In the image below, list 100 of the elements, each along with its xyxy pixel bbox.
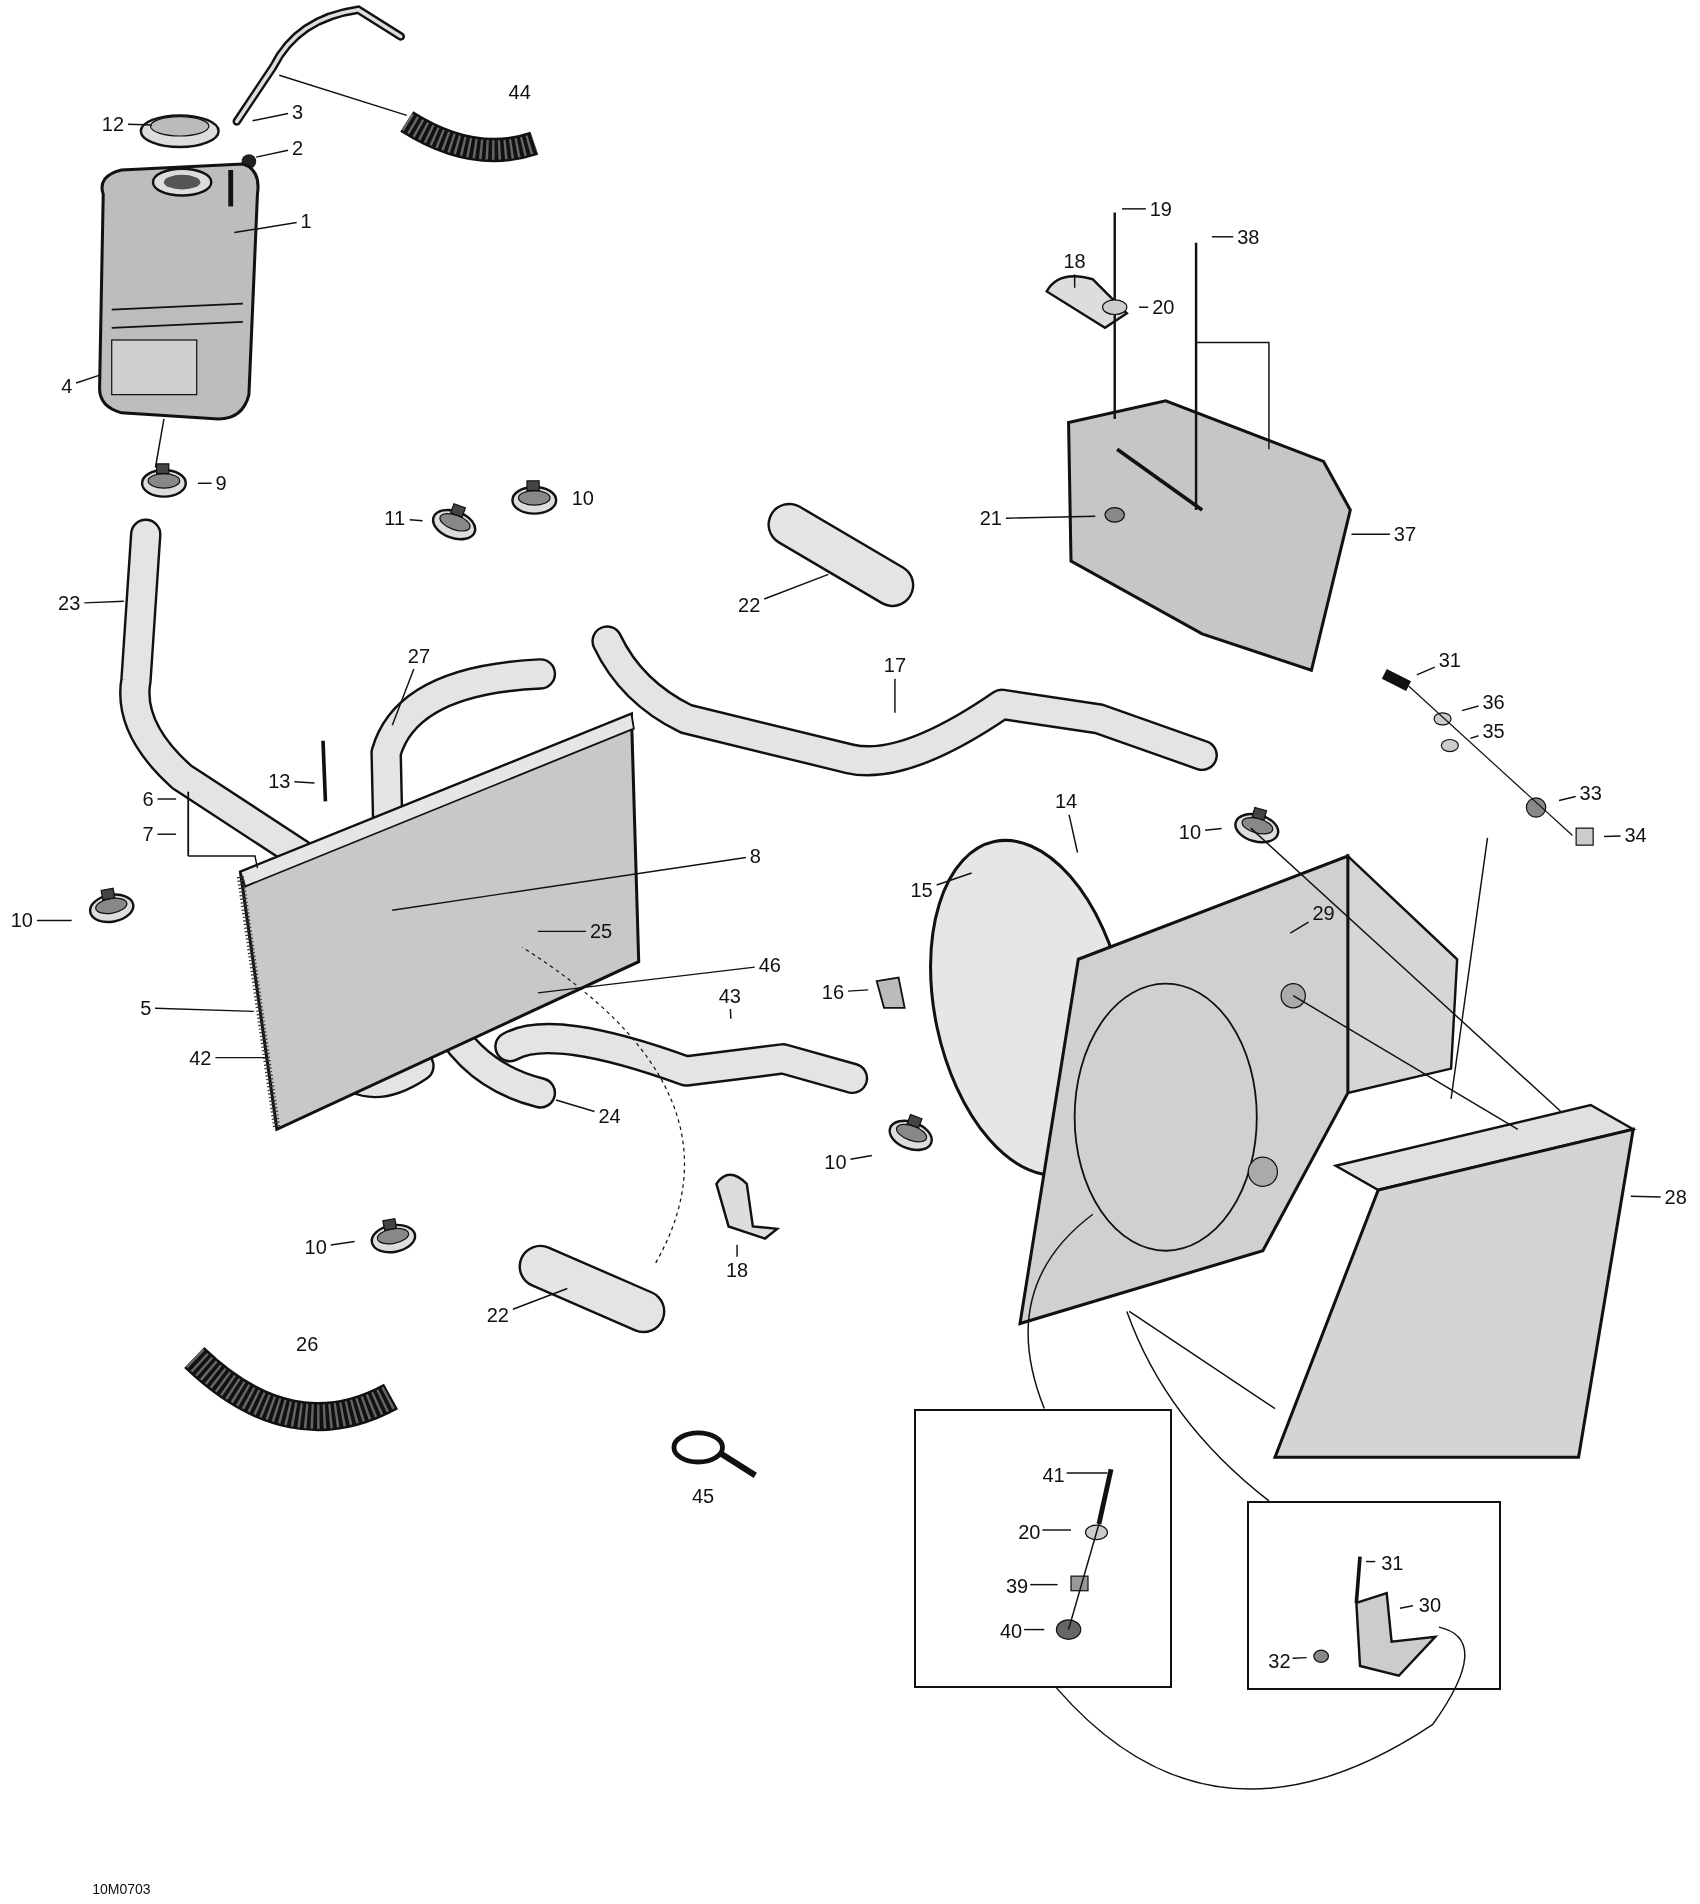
callout-number: 12 <box>99 111 127 136</box>
leader-line <box>1630 1195 1662 1198</box>
leader-line <box>1065 1472 1109 1474</box>
callout-number: 23 <box>55 591 84 616</box>
leader-line <box>154 1007 255 1013</box>
callout-number: 3 <box>289 99 306 124</box>
callout-number: 7 <box>140 822 157 847</box>
leader-line <box>1350 533 1391 535</box>
callout-number: 15 <box>907 877 936 903</box>
leader-line <box>849 1154 873 1161</box>
callout-number: 26 <box>296 1332 319 1357</box>
leader-line <box>1416 666 1436 676</box>
drawing-number: 10M0703 <box>92 1880 151 1899</box>
leader-line <box>1211 236 1234 238</box>
callout-number: 32 <box>1265 1648 1294 1673</box>
callout-number: 36 <box>1479 689 1508 714</box>
callout-number: 5 <box>137 995 154 1020</box>
callout-number: 10 <box>821 1149 850 1175</box>
callout-number: 19 <box>1147 196 1175 221</box>
leader-line <box>763 573 830 600</box>
callout-number: 42 <box>186 1045 215 1070</box>
leader-line <box>847 989 869 992</box>
leader-line <box>255 149 289 158</box>
callout-number: 44 <box>508 80 531 105</box>
callout-number: 35 <box>1479 718 1508 744</box>
callout-number: 41 <box>1039 1462 1068 1488</box>
leader-line <box>36 919 73 922</box>
callout-number: 11 <box>380 506 409 531</box>
callout-number: 10 <box>8 908 36 933</box>
callout-number: 31 <box>1378 1551 1407 1576</box>
leader-line <box>729 1008 732 1020</box>
callout-number: 39 <box>1003 1574 1031 1599</box>
leader-line <box>555 1099 596 1113</box>
callout-number: 16 <box>819 979 847 1005</box>
leader-line <box>408 518 424 522</box>
leader-line <box>75 374 101 384</box>
leader-line <box>1469 735 1480 740</box>
callout-number: 22 <box>735 592 764 617</box>
leader-line <box>1399 1605 1414 1609</box>
callout-number: 21 <box>977 506 1005 531</box>
callout-number: 2 <box>289 136 306 161</box>
callout-number: 34 <box>1621 823 1650 848</box>
leader-line <box>330 1240 356 1246</box>
leader-line <box>1289 921 1310 934</box>
callout-number: 14 <box>1052 789 1080 814</box>
inset-frame <box>1247 1500 1501 1691</box>
leader-line <box>391 668 415 726</box>
callout-number: 29 <box>1309 901 1338 926</box>
leader-line <box>156 833 177 835</box>
callout-number: 45 <box>691 1484 715 1508</box>
leader-line <box>1029 1583 1059 1586</box>
leader-line <box>1558 795 1577 802</box>
leader-line <box>1041 1529 1072 1531</box>
callout-number: 27 <box>405 643 433 668</box>
callout-number: 20 <box>1015 1519 1044 1545</box>
leader-line <box>233 221 298 234</box>
callout-number: 31 <box>1436 648 1464 673</box>
leader-line <box>1138 306 1149 308</box>
leader-line <box>736 1243 738 1258</box>
callout-number: 24 <box>595 1103 624 1129</box>
leader-line <box>1461 705 1480 712</box>
leader-line <box>1204 827 1223 831</box>
callout-number: 40 <box>997 1619 1025 1644</box>
callout-number: 46 <box>756 953 784 978</box>
callout-number: 8 <box>747 843 764 869</box>
callout-number: 17 <box>881 653 909 678</box>
leader-line <box>83 600 125 604</box>
leader-line <box>1068 814 1079 854</box>
callout-number: 33 <box>1576 780 1605 806</box>
callout-number: 20 <box>1149 295 1178 320</box>
leader-line <box>156 798 177 800</box>
callout-number: 10 <box>301 1234 330 1260</box>
inset-frame <box>914 1408 1172 1688</box>
leader-line <box>1291 1656 1308 1659</box>
callout-number: 25 <box>587 919 615 944</box>
callout-number: 6 <box>140 786 157 812</box>
callout-number: 30 <box>1416 1592 1444 1617</box>
leader-line <box>1121 208 1147 210</box>
leader-line <box>1023 1628 1045 1631</box>
callout-number: 43 <box>715 983 744 1008</box>
callout-number: 37 <box>1391 522 1419 547</box>
leader-line <box>1365 1560 1377 1563</box>
leader-line <box>391 856 747 911</box>
leader-line <box>1073 273 1076 289</box>
leader-line <box>127 123 153 126</box>
callout-number: 10 <box>1176 819 1204 844</box>
leader-line <box>197 482 213 485</box>
callout-number: 13 <box>265 768 294 793</box>
callout-number: 10 <box>571 485 594 510</box>
leader-line <box>293 781 316 784</box>
callout-number: 1 <box>297 208 315 234</box>
leader-line <box>512 1287 569 1311</box>
callout-number: 18 <box>723 1258 751 1283</box>
callout-number: 18 <box>1060 248 1089 274</box>
leader-line <box>1005 515 1096 519</box>
leader-line <box>537 966 756 994</box>
leader-line <box>935 872 973 886</box>
callout-number: 9 <box>212 471 230 496</box>
leader-line <box>251 112 289 122</box>
leader-line <box>894 678 896 714</box>
